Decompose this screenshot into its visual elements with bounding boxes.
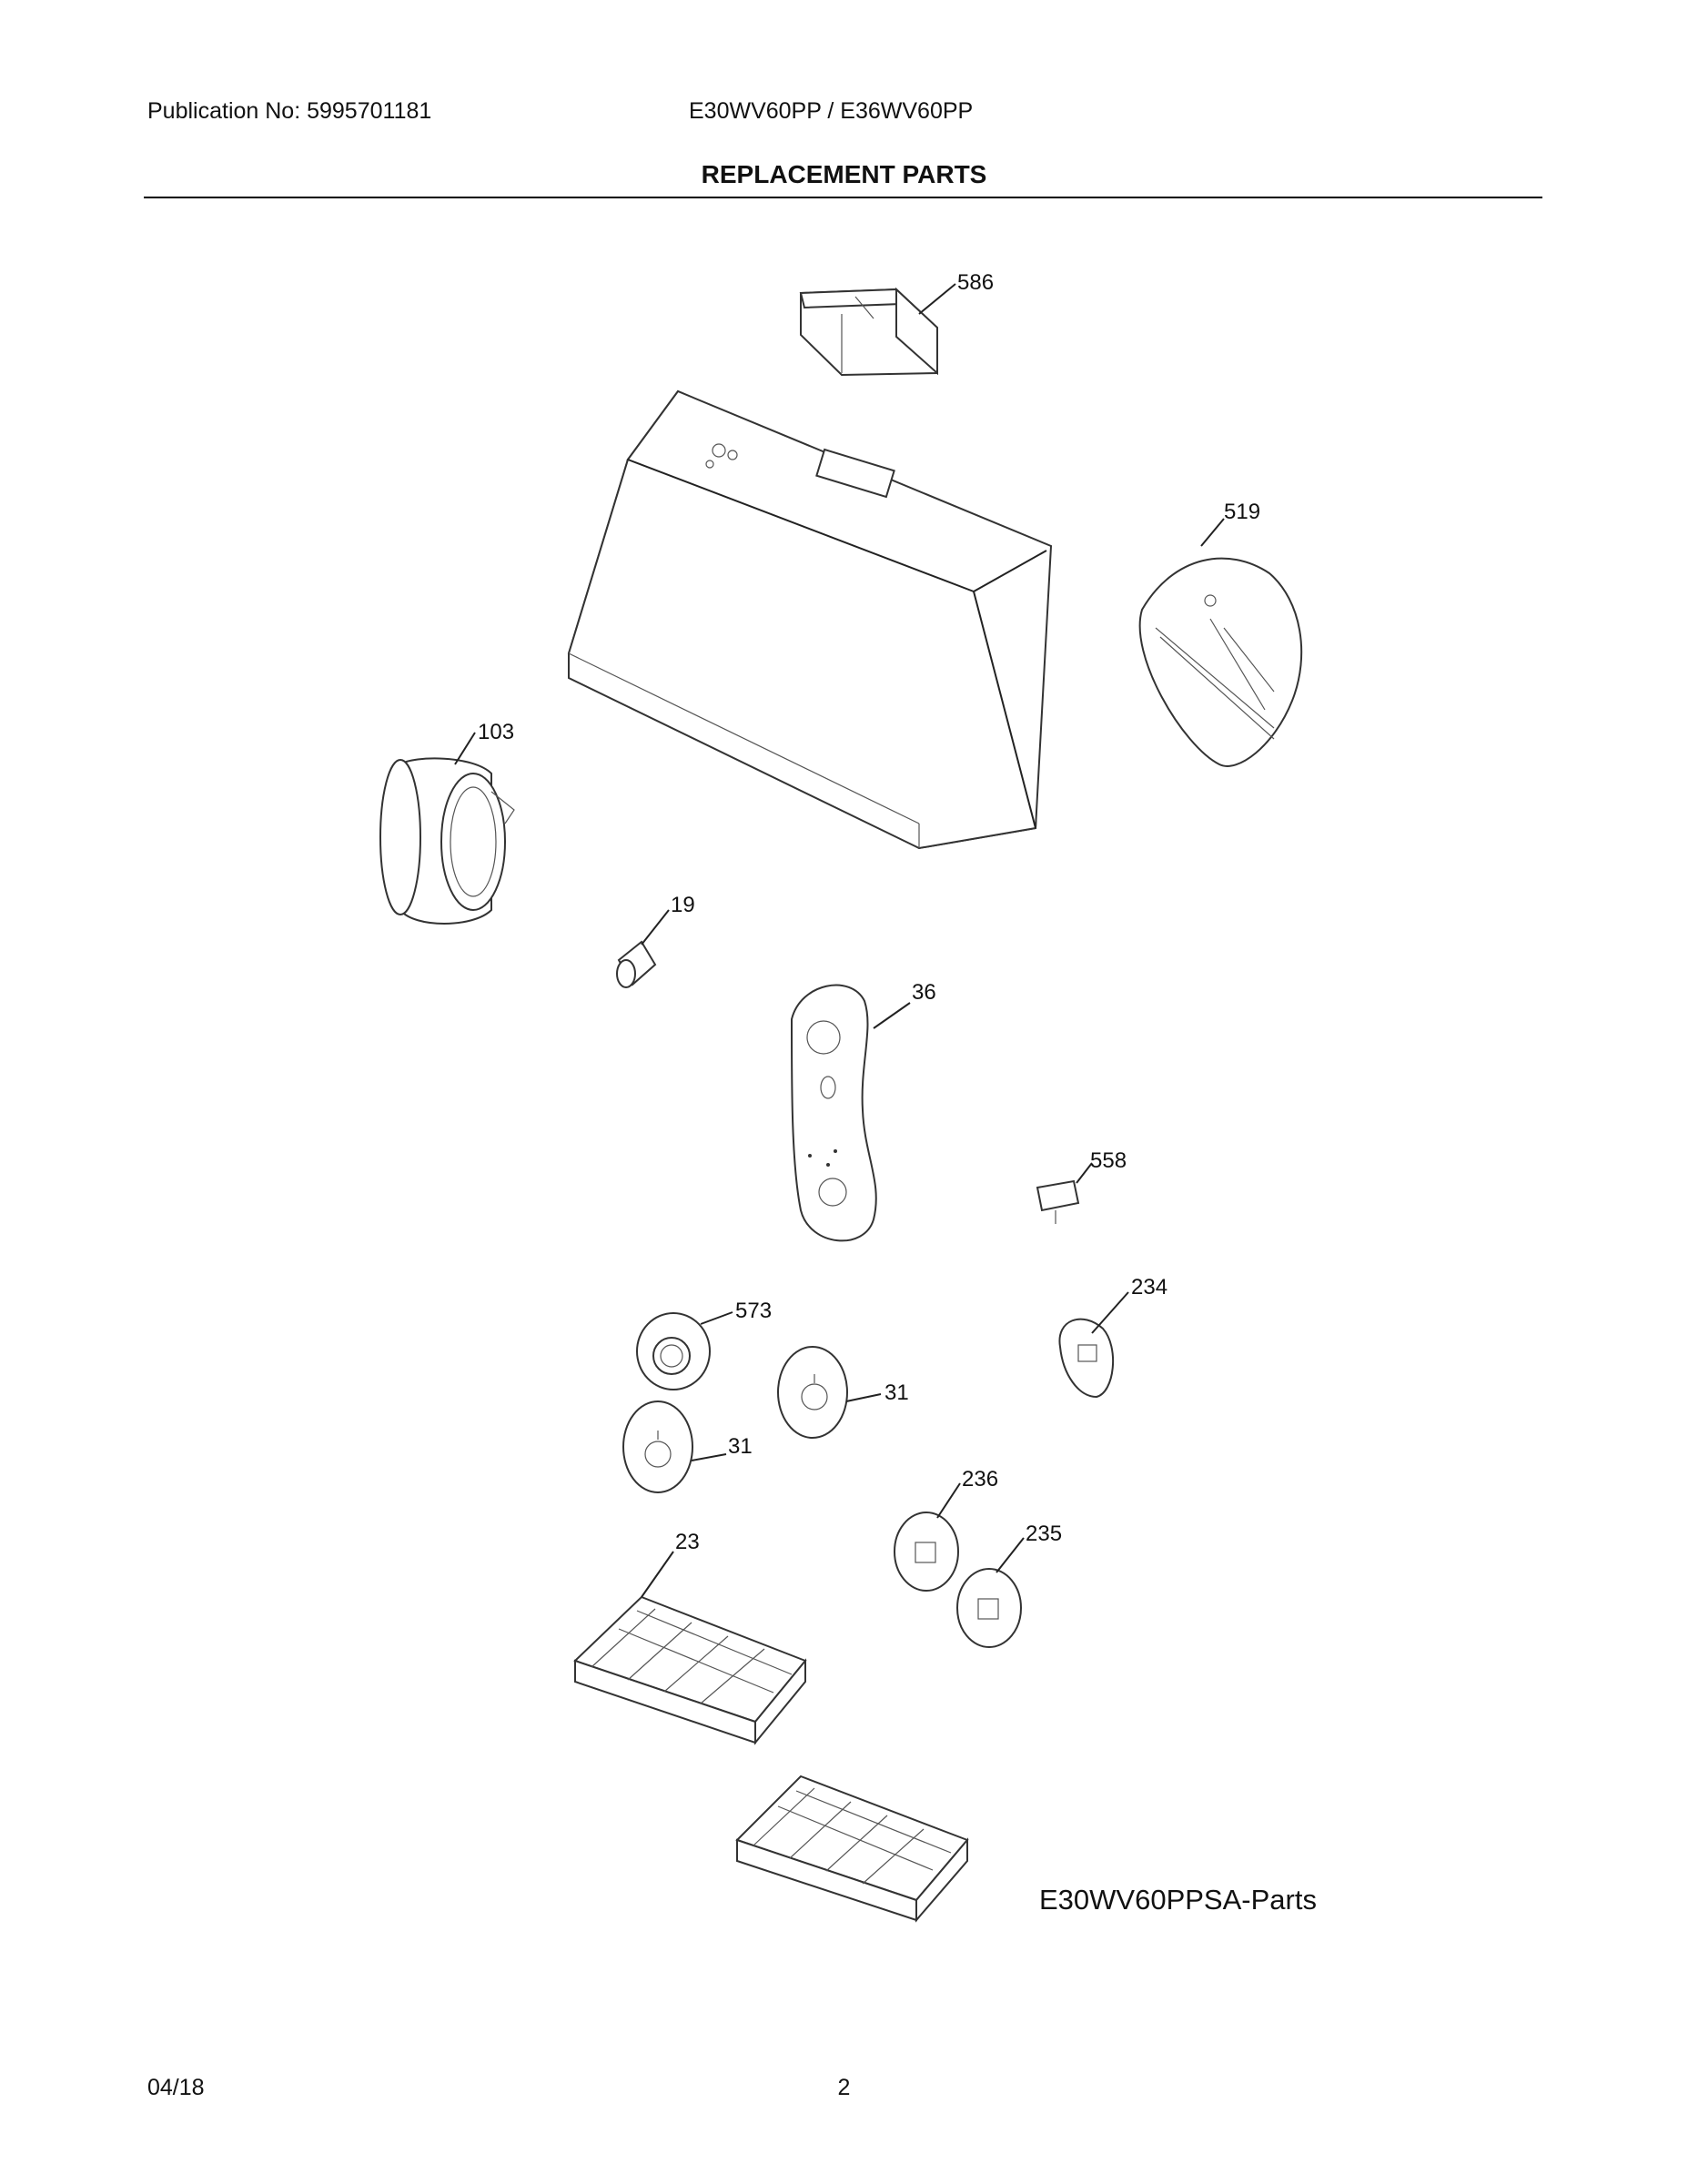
part-36-control-panel [790,984,911,1242]
part-558-switch [1036,1162,1093,1224]
callout-519: 519 [1224,500,1260,524]
part-103-blower [379,732,515,925]
header-rule [144,197,1542,198]
part-236-component [894,1482,961,1592]
callout-103: 103 [478,720,514,744]
part-grease-filter-2 [735,1774,969,1923]
model-numbers: E30WV60PP / E36WV60PP [689,98,974,124]
page-title: REPLACEMENT PARTS [701,160,987,188]
callout-573: 573 [735,1299,772,1323]
publication-number: Publication No: 5995701181 [147,98,432,124]
callout-234: 234 [1131,1275,1167,1299]
callout-235: 235 [1026,1522,1062,1546]
part-586-damper [799,283,956,377]
part-19-capacitor [616,909,670,988]
part-31-lamp-holder-a [777,1346,882,1439]
part-23-grease-filter [573,1551,807,1745]
callout-19: 19 [671,893,695,917]
callout-23: 23 [675,1530,700,1554]
part-519-bracket-kit [1138,518,1303,767]
diagram-caption: E30WV60PPSA-Parts [1039,1884,1317,1916]
page-number: 2 [837,2075,851,2100]
range-hood-body [567,389,1053,850]
part-31-lamp-holder-b [622,1400,727,1493]
footer-date: 04/18 [147,2075,205,2100]
part-573-knob [636,1311,733,1390]
callout-31b: 31 [728,1434,753,1459]
callout-236: 236 [962,1467,998,1491]
callout-36: 36 [912,980,936,1005]
part-235-component [956,1537,1025,1648]
part-234-switch [1058,1291,1129,1399]
callout-558: 558 [1090,1148,1127,1173]
callout-586: 586 [957,270,994,295]
callout-31a: 31 [884,1380,909,1405]
